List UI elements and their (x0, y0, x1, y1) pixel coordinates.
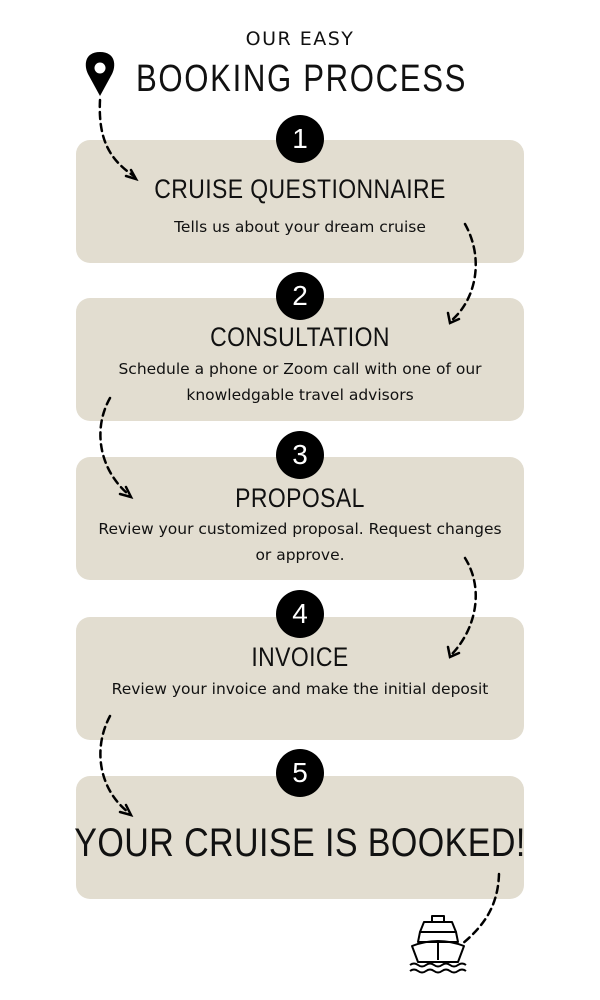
arrow-5 (99, 714, 130, 814)
step-2-description: Schedule a phone or Zoom call with one o… (118, 360, 482, 404)
step-4-description: Review your invoice and make the initial… (111, 680, 489, 698)
step-2-title: CONSULTATION (210, 322, 390, 352)
step-1-number: 1 (276, 115, 324, 163)
arrow-6 (460, 872, 501, 946)
arrow-4 (450, 556, 477, 656)
step-3-title: PROPOSAL (235, 483, 365, 513)
cruise-ship-icon (409, 915, 467, 974)
arrow-2 (450, 222, 477, 322)
step-4-title: INVOICE (251, 642, 349, 672)
header-subtitle: OUR EASY (245, 28, 355, 50)
step-1-title: CRUISE QUESTIONNAIRE (154, 174, 446, 204)
arrow-3 (99, 396, 130, 496)
page-title: BOOKING PROCESS (136, 58, 468, 100)
step-5-title: YOUR CRUISE IS BOOKED! (74, 821, 526, 865)
step-4-number: 4 (276, 590, 324, 638)
step-3-description: Review your customized proposal. Request… (98, 520, 502, 564)
map-pin-icon (85, 52, 115, 96)
step-2-number: 2 (276, 272, 324, 320)
step-5-number: 5 (276, 749, 324, 797)
step-1-description: Tells us about your dream cruise (174, 218, 426, 236)
arrow-1 (98, 98, 136, 178)
step-3-number: 3 (276, 431, 324, 479)
